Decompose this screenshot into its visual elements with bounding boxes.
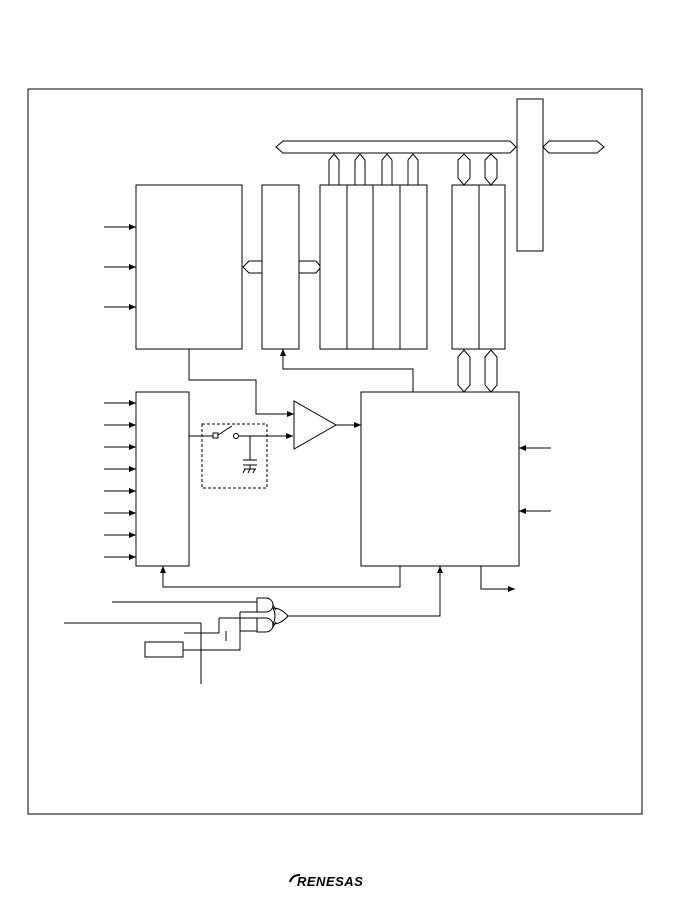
channel-select-line — [160, 566, 401, 588]
register-bus-taps — [328, 153, 419, 185]
data-registers — [319, 184, 428, 350]
compare-registers — [451, 184, 506, 350]
external-data-bus — [542, 140, 605, 154]
control-logic-block — [135, 184, 243, 350]
interrupt-output — [480, 566, 515, 592]
control-status-register — [261, 184, 300, 350]
trigger-output-line — [288, 566, 443, 617]
register-control-line — [280, 349, 414, 392]
sample-switch — [189, 425, 293, 439]
svg-text:RENESAS: RENESAS — [297, 874, 363, 889]
renesas-logo: RENESAS — [289, 874, 363, 889]
analog-multiplexer — [135, 391, 190, 567]
trigger-source-block — [144, 641, 184, 658]
comparator — [293, 400, 338, 450]
diagram-frame — [27, 88, 643, 815]
control-circuit — [360, 391, 520, 567]
control-inputs — [104, 224, 136, 310]
and-gate-1 — [256, 597, 274, 613]
sample-hold-circuit — [201, 423, 268, 489]
compare-register-links — [457, 349, 498, 393]
bus-interface-block — [516, 98, 544, 252]
control-circuit-inputs — [519, 445, 551, 514]
hold-capacitor-icon — [242, 436, 257, 474]
trigger-logic — [64, 601, 257, 684]
analog-inputs — [104, 400, 136, 560]
or-gate — [272, 607, 289, 625]
reference-voltage-line — [188, 349, 294, 417]
internal-data-bus — [275, 140, 517, 154]
and-gate-2 — [256, 617, 274, 633]
control-register-bus-taps — [457, 153, 498, 186]
